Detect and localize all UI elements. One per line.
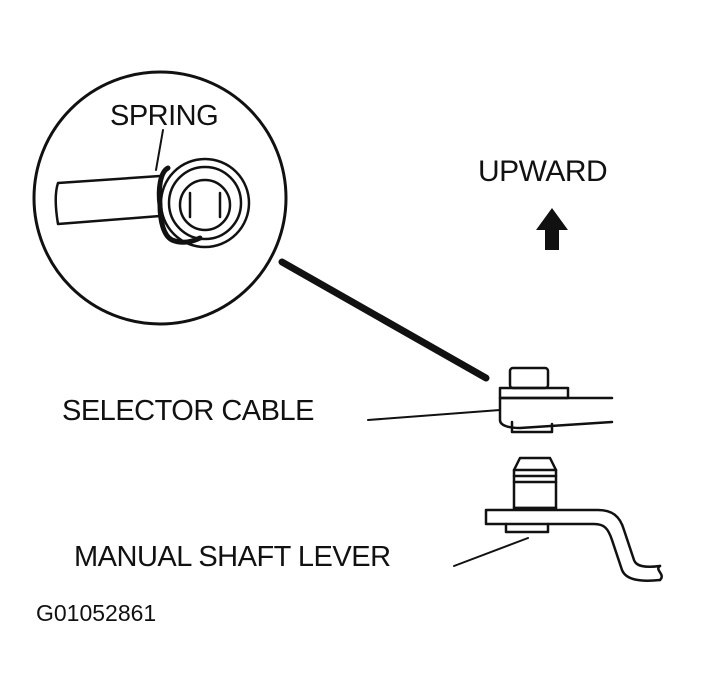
cable-end-collar <box>498 386 570 400</box>
magnifier-connector <box>278 258 490 382</box>
manual-shaft-lever-leader <box>453 537 529 567</box>
lever-pin <box>512 456 558 510</box>
cable-body <box>498 396 614 430</box>
detail-ring-outer <box>159 157 251 249</box>
lever-plate <box>484 508 662 582</box>
lever-underside <box>504 522 550 534</box>
spring-label: SPRING <box>110 100 219 132</box>
selector-cable-leader <box>367 409 501 421</box>
cable-end-cap <box>508 366 550 390</box>
figure-code: G01052861 <box>36 600 157 626</box>
detail-ring-slot <box>188 191 222 219</box>
manual-shaft-lever-label: MANUAL SHAFT LEVER <box>74 541 391 573</box>
cable-end-bottom <box>510 420 554 434</box>
detail-ring-inner <box>178 178 232 232</box>
selector-cable-label: SELECTOR CABLE <box>62 395 314 427</box>
detail-cable <box>54 174 162 226</box>
manual-shaft-lever <box>484 508 663 582</box>
detail-circle <box>32 70 288 326</box>
selector-cable-end <box>498 366 614 434</box>
upward-label: UPWARD <box>478 155 608 188</box>
spring-leader <box>155 129 164 171</box>
upward-arrow-icon <box>536 208 568 250</box>
pin-top <box>512 456 558 472</box>
lever-end-break <box>657 564 663 582</box>
detail-magnifier <box>32 70 288 326</box>
pin-groove <box>512 474 558 484</box>
detail-ring-mid <box>167 165 243 241</box>
detail-spring <box>156 165 203 245</box>
